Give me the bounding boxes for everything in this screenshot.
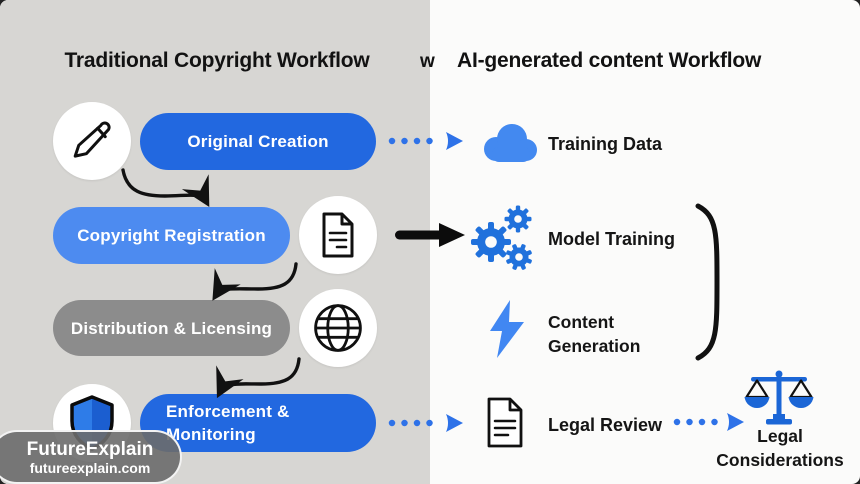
document-icon: [322, 212, 354, 258]
dotted-arrow-legal-review: [388, 414, 463, 432]
globe-icon: [314, 304, 362, 352]
document-outline-icon: [487, 397, 523, 448]
label-legal-considerations: Legal Considerations: [716, 426, 844, 470]
step-label: Copyright Registration: [77, 226, 266, 245]
step-original-creation: Original Creation: [140, 113, 376, 170]
step-label: Distribution & Licensing: [70, 318, 273, 338]
watermark-brand: FutureExplain: [26, 438, 154, 460]
traditional-workflow-title: Traditional Copyright Workflow: [64, 49, 370, 72]
label-training-data: Training Data: [548, 134, 663, 154]
gears-icon: [471, 205, 532, 270]
step-enforcement-monitoring: Enforcement & Monitoring: [140, 394, 376, 452]
cloud-icon: [484, 124, 537, 162]
title-separator: w: [420, 51, 435, 72]
step-copyright-registration: Copyright Registration: [53, 207, 290, 264]
step-label: Enforcement & Monitoring: [166, 402, 290, 444]
pencil-icon-circle: [53, 102, 131, 180]
label-content-generation: Content Generation: [548, 312, 641, 356]
label-model-training: Model Training: [548, 229, 676, 249]
scales-icon: [744, 370, 814, 425]
label-legal-review: Legal Review: [548, 415, 663, 435]
thick-arrow-model-training: [395, 223, 465, 247]
step-label: Original Creation: [187, 132, 329, 151]
document-icon-circle: [299, 196, 377, 274]
lightning-icon: [490, 300, 524, 358]
watermark-badge: FutureExplain futureexplain.com: [0, 430, 182, 484]
globe-icon-circle: [299, 289, 377, 367]
ai-workflow-title: AI-generated content Workflow: [457, 49, 762, 72]
dotted-arrow-training-data: [388, 132, 463, 150]
step-distribution-licensing: Distribution & Licensing: [53, 300, 290, 356]
pencil-icon: [73, 121, 111, 158]
dotted-arrow-legal-considerations: [673, 413, 744, 431]
grouping-bracket: [695, 203, 720, 361]
watermark-url: futureexplain.com: [29, 459, 151, 476]
